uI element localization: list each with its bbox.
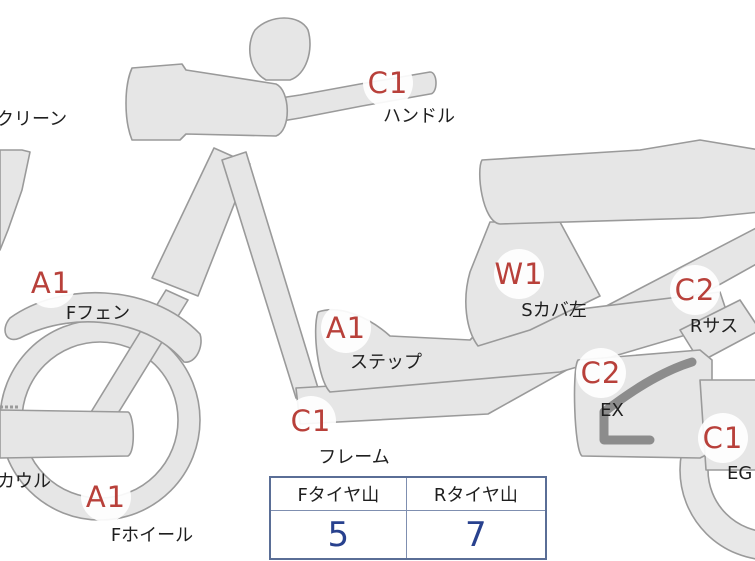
front-cowl xyxy=(0,409,135,459)
tire-table-header-row: Fタイヤ山 Rタイヤ山 xyxy=(269,476,547,511)
step-damage-code: A1 xyxy=(321,303,371,353)
front-fender-label: Fフェン xyxy=(65,303,131,324)
seat xyxy=(479,139,755,225)
tire-table-value-row: 5 7 xyxy=(269,510,547,560)
side-cover-damage-code: W1 xyxy=(494,249,544,299)
headlight xyxy=(248,17,311,81)
engine-damage-code: C1 xyxy=(698,413,748,463)
frame-label: フレーム xyxy=(318,447,390,468)
step-label: ステップ xyxy=(350,352,422,373)
frame-damage-code: C1 xyxy=(286,396,336,446)
windshield xyxy=(0,149,31,251)
side-cover-label: Sカバ左 xyxy=(521,300,587,321)
rear-suspension-label: Rサス xyxy=(689,316,739,337)
front-fender-damage-code: A1 xyxy=(26,258,76,308)
tire-tread-table: Fタイヤ山 Rタイヤ山 5 7 xyxy=(269,476,547,560)
rear-suspension-damage-code: C2 xyxy=(670,265,720,315)
exhaust-pipe xyxy=(599,357,697,445)
engine-label: EG xyxy=(727,463,753,484)
front-fender xyxy=(4,291,202,363)
front-tire-header: Fタイヤ山 xyxy=(269,476,407,511)
front-tire-value: 5 xyxy=(269,510,407,560)
cowl-label: カウル xyxy=(0,471,51,492)
front-wheel-damage-code: A1 xyxy=(81,472,131,522)
screen-label: クリーン xyxy=(0,109,68,130)
head-unit xyxy=(125,63,288,141)
handle-label: ハンドル xyxy=(383,106,455,127)
exhaust-damage-code: C2 xyxy=(576,348,626,398)
front-wheel-label: Fホイール xyxy=(110,525,194,546)
exhaust-label: EX xyxy=(600,400,624,421)
handle-damage-code: C1 xyxy=(363,58,413,108)
rear-tire-value: 7 xyxy=(405,510,547,560)
rear-tire-header: Rタイヤ山 xyxy=(405,476,547,511)
